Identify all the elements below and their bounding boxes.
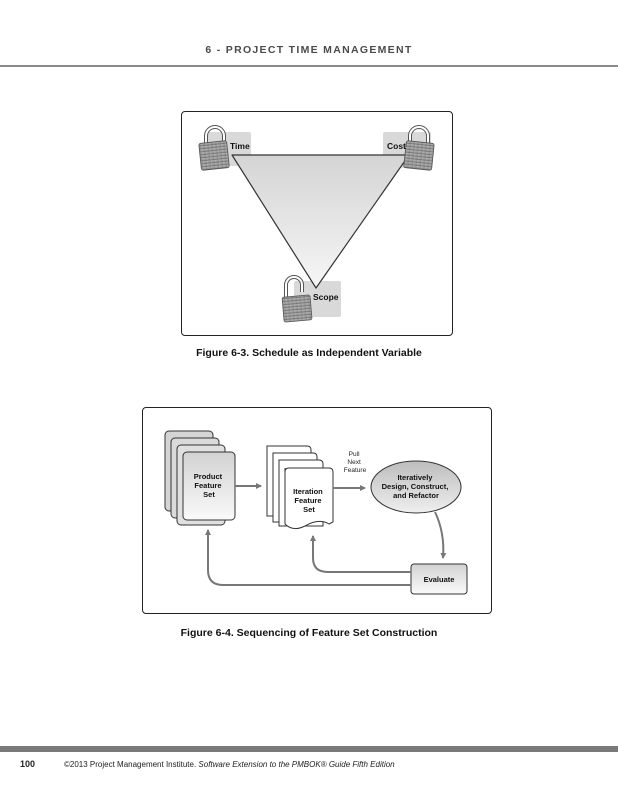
product-feature-set-label: Product Feature Set — [194, 472, 224, 499]
footer-rule — [0, 746, 618, 752]
iteration-feature-set-doc — [284, 467, 334, 530]
figure-6-4-caption: Figure 6-4. Sequencing of Feature Set Co… — [180, 627, 438, 639]
iteration-feature-set-stack — [266, 445, 334, 530]
figure-6-4-frame: Product Feature Set Iteration Feature Se… — [142, 407, 492, 614]
copyright-text: ©2013 Project Management Institute. — [64, 760, 199, 769]
figure-6-3-diagram: Time Cost Scope — [198, 125, 435, 323]
iterative-design-node — [370, 460, 462, 514]
header-rule — [0, 65, 618, 67]
pull-next-feature-label: Pull Next Feature — [344, 451, 367, 474]
book-title: Software Extension to the PMBOK® Guide F… — [198, 760, 395, 769]
page-number: 100 — [20, 759, 36, 769]
arrow-evaluate-to-product — [205, 529, 411, 586]
time-label: Time — [230, 141, 250, 151]
arrow-evaluate-to-iteration — [310, 535, 411, 573]
evaluate-label: Evaluate — [424, 575, 455, 584]
evaluate-node — [410, 563, 468, 595]
iterative-design-label: Iteratively Design, Construct, and Refac… — [382, 473, 451, 500]
cost-label: Cost — [387, 141, 406, 151]
chapter-title: 6 - PROJECT TIME MANAGEMENT — [205, 44, 413, 56]
product-feature-set-stack — [164, 430, 236, 526]
constraint-triangle — [231, 154, 410, 289]
scope-label: Scope — [313, 292, 339, 302]
lock-icon-cost — [403, 125, 435, 171]
iteration-feature-set-label: Iteration Feature Set — [293, 487, 325, 514]
unlocked-icon-scope — [281, 275, 313, 323]
figure-6-3-caption: Figure 6-3. Schedule as Independent Vari… — [196, 347, 422, 359]
lock-icon-time — [198, 125, 230, 171]
arrow-design-to-evaluate — [434, 511, 447, 559]
figure-6-3-frame: Time Cost Scope — [181, 111, 453, 336]
footer-copyright: ©2013 Project Management Institute. Soft… — [64, 760, 395, 769]
figure-6-4-diagram: Product Feature Set Iteration Feature Se… — [164, 430, 468, 595]
